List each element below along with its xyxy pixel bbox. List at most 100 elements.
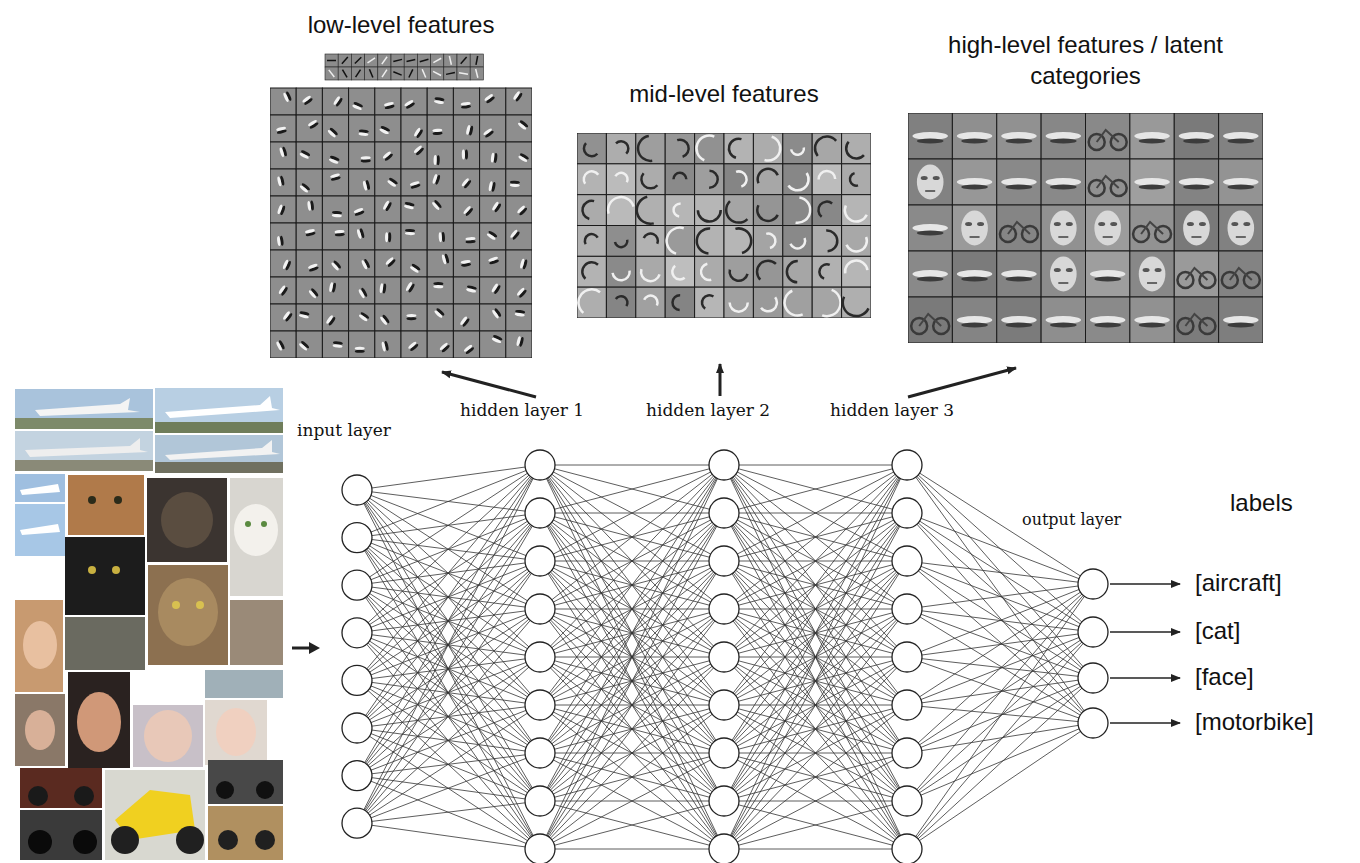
- weight-line: [724, 465, 907, 609]
- neuron: [892, 786, 922, 816]
- neuron: [709, 546, 739, 576]
- neuron: [709, 786, 739, 816]
- leader-arrow: [908, 368, 1016, 397]
- neuron: [892, 690, 922, 720]
- weight-line: [540, 465, 724, 849]
- weight-line: [907, 657, 1093, 723]
- class-label: [cat]: [1193, 617, 1242, 646]
- neuron: [709, 738, 739, 768]
- weight-line: [724, 465, 907, 801]
- weight-line: [357, 705, 540, 823]
- weight-line: [907, 723, 1093, 849]
- neuron: [892, 498, 922, 528]
- feature-grid: [908, 113, 1263, 343]
- weight-line: [540, 561, 724, 849]
- weight-line: [357, 585, 540, 753]
- weight-line: [724, 849, 907, 850]
- weight-line: [907, 465, 1093, 678]
- weight-line: [357, 633, 540, 801]
- weight-line: [907, 584, 1093, 609]
- neuron: [525, 834, 555, 863]
- weight-line: [724, 657, 907, 849]
- neuron: [1078, 617, 1108, 647]
- weight-line: [907, 705, 1093, 723]
- weight-line: [724, 465, 907, 705]
- weight-line: [540, 753, 724, 849]
- weight-line: [724, 465, 907, 705]
- neuron: [342, 618, 372, 648]
- weight-line: [357, 465, 540, 776]
- weight-line: [907, 513, 1093, 723]
- feature-panel: mid-level features: [577, 133, 871, 318]
- weight-line: [907, 561, 1093, 632]
- weight-line: [357, 728, 540, 849]
- weight-line: [357, 538, 540, 753]
- weight-line: [907, 632, 1093, 849]
- panel-heading: low-level features: [308, 9, 495, 40]
- weight-line: [724, 465, 907, 753]
- layer-label: output layer: [1020, 510, 1123, 529]
- weight-line: [357, 538, 540, 705]
- weight-line: [540, 657, 724, 849]
- weight-line: [540, 513, 724, 849]
- weight-line: [907, 609, 1093, 723]
- weight-line: [907, 561, 1093, 723]
- weight-line: [724, 513, 907, 849]
- weight-line: [724, 609, 907, 849]
- neuron: [892, 834, 922, 863]
- weight-line: [540, 465, 724, 657]
- weight-line: [724, 753, 907, 849]
- weight-line: [724, 801, 907, 849]
- weight-line: [357, 753, 540, 823]
- weight-line: [907, 584, 1093, 753]
- neuron: [709, 450, 739, 480]
- weight-line: [907, 584, 1093, 849]
- weight-line: [540, 465, 724, 705]
- weight-line: [357, 561, 540, 823]
- weight-line: [907, 723, 1093, 801]
- weight-line: [357, 490, 540, 609]
- weight-line: [540, 465, 724, 801]
- weight-line: [540, 465, 724, 609]
- weight-line: [540, 465, 724, 753]
- weight-line: [540, 465, 724, 753]
- neuron: [342, 713, 372, 743]
- weight-line: [540, 705, 724, 849]
- weight-line: [907, 678, 1093, 849]
- neuron: [525, 594, 555, 624]
- weight-line: [540, 561, 724, 849]
- panel-heading: mid-level features: [629, 78, 818, 109]
- weight-line: [907, 513, 1093, 678]
- neuron: [342, 475, 372, 505]
- weight-line: [907, 465, 1093, 723]
- weight-line: [724, 465, 907, 849]
- output-arrow: [1110, 583, 1180, 584]
- weight-line: [907, 678, 1093, 705]
- weight-line: [540, 801, 724, 849]
- weight-line: [357, 585, 540, 849]
- weight-line: [907, 609, 1093, 678]
- neuron: [1078, 708, 1108, 738]
- neuron: [525, 642, 555, 672]
- weight-line: [540, 465, 724, 657]
- feature-grid: [577, 133, 871, 318]
- weight-line: [540, 705, 724, 849]
- weight-line: [357, 801, 540, 823]
- feature-panel: high-level features / latent categories: [908, 113, 1263, 343]
- feature-panel: low-level features: [270, 52, 532, 358]
- weight-line: [540, 465, 724, 849]
- weight-line: [357, 680, 540, 801]
- layer-label: hidden layer 3: [828, 400, 956, 420]
- weight-line: [357, 465, 540, 823]
- weight-line: [724, 465, 907, 513]
- weight-line: [357, 538, 540, 801]
- weight-line: [357, 490, 540, 849]
- neuron: [892, 642, 922, 672]
- weight-line: [724, 465, 907, 561]
- weight-line: [540, 609, 724, 849]
- weight-line: [724, 561, 907, 849]
- weight-line: [357, 513, 540, 823]
- neuron: [1078, 569, 1108, 599]
- weight-line: [724, 657, 907, 849]
- weight-line: [357, 490, 540, 705]
